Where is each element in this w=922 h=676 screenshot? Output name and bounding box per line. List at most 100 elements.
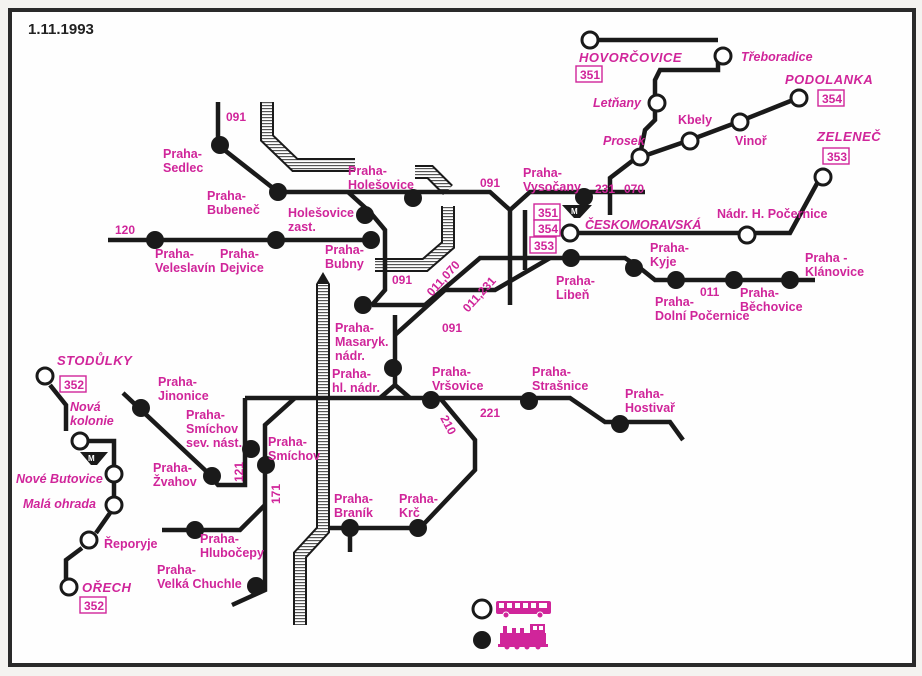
label-branik: Praha-Braník — [334, 492, 373, 520]
station-bechovice[interactable] — [725, 271, 743, 289]
bus-stop-nova-kolonie[interactable] — [70, 431, 90, 451]
svg-text:M: M — [571, 207, 578, 216]
svg-text:354: 354 — [822, 92, 842, 106]
label-liben: Praha-Libeň — [556, 274, 595, 302]
line-number: 121 — [232, 462, 246, 482]
label-klanovice: Praha -Klánovice — [805, 251, 864, 279]
station-zvahov[interactable] — [203, 467, 221, 485]
bus-stop-nove-butovice[interactable] — [104, 464, 124, 484]
bus-line-boxes: 351 354 353 351 354 353 352 352 — [59, 65, 850, 614]
bus-stop-vinor[interactable] — [730, 112, 750, 132]
bus-stop-stodulky[interactable] — [35, 366, 55, 386]
station-masaryk[interactable] — [354, 296, 372, 314]
line-number: 231 — [595, 182, 615, 196]
line-number: 091 — [480, 176, 500, 190]
station-velka-chuchle[interactable] — [247, 577, 265, 595]
river-arrow — [316, 272, 330, 284]
metro-m-icon: M — [562, 205, 592, 218]
station-branik[interactable] — [341, 519, 359, 537]
line-number: 091 — [226, 110, 246, 124]
line-number: 221 — [480, 406, 500, 420]
bus-stop-labels: HOVORČOVICE Třeboradice Letňany Kbely Pr… — [16, 50, 881, 595]
label-orech: OŘECH — [82, 580, 132, 595]
station-vrsovice[interactable] — [422, 391, 440, 409]
bus-stop-orech[interactable] — [59, 577, 79, 597]
station-jinonice[interactable] — [132, 399, 150, 417]
bus-stop-podolanka[interactable] — [789, 88, 809, 108]
bus-stop-prosek[interactable] — [630, 147, 650, 167]
label-letnany: Letňany — [593, 96, 642, 110]
bus-tracks-southwest — [48, 383, 117, 579]
label-vysocany: Praha-Vysočany — [523, 166, 581, 194]
label-velka-chuchle: Praha-Velká Chuchle — [157, 563, 242, 591]
label-vinor: Vinoř — [735, 134, 767, 148]
station-bubny[interactable] — [362, 231, 380, 249]
bus-stop-letnany[interactable] — [647, 93, 667, 113]
label-nove-butovice: Nové Butovice — [16, 472, 103, 486]
label-zelenec: ZELENEČ — [816, 129, 881, 144]
station-vysocany[interactable] — [575, 188, 593, 206]
line-number: 171 — [269, 484, 283, 504]
station-liben[interactable] — [562, 249, 580, 267]
bus-icon — [496, 601, 551, 619]
station-smichov[interactable] — [257, 456, 275, 474]
bus-line-box-stodulky: 352 — [59, 375, 87, 393]
map-frame — [8, 8, 916, 667]
bus-line-box-zelenec: 353 — [822, 147, 850, 165]
station-hlubocepy[interactable] — [186, 521, 204, 539]
bus-stop-zelenec[interactable] — [813, 167, 833, 187]
station-strasnice[interactable] — [520, 392, 538, 410]
label-vrsovice: Praha-Vršovice — [432, 365, 483, 393]
line-number: 120 — [115, 223, 135, 237]
label-bechovice: Praha-Běchovice — [740, 286, 803, 314]
bus-line-box-orech: 352 — [79, 596, 107, 614]
label-bubny: Praha-Bubny — [325, 243, 364, 271]
station-holesovice-zast[interactable] — [356, 206, 374, 224]
bus-stop-nadr-pocernice[interactable] — [737, 225, 757, 245]
bus-line-box-cm-354: 354 — [533, 219, 561, 237]
label-prosek: Prosek — [603, 134, 646, 148]
label-hostivar: Praha-Hostivař — [625, 387, 675, 415]
bus-stop-ceskomoravska[interactable] — [560, 223, 580, 243]
bus-line-box-cm-353: 353 — [529, 236, 557, 254]
label-reporyje: Řeporyje — [104, 536, 158, 551]
label-krc: Praha-Krč — [399, 492, 438, 520]
legend-bus-symbol — [471, 598, 493, 620]
label-treboradice: Třeboradice — [741, 50, 813, 64]
station-sedlec[interactable] — [211, 136, 229, 154]
bus-stop-treboradice[interactable] — [713, 46, 733, 66]
station-holesovice[interactable] — [404, 189, 422, 207]
train-stations — [132, 136, 799, 595]
label-smichov: Praha-Smíchov — [268, 435, 320, 463]
bus-stop-mala-ohrada[interactable] — [104, 495, 124, 515]
svg-text:352: 352 — [64, 378, 84, 392]
station-dolni-pocernice[interactable] — [667, 271, 685, 289]
station-bubenec[interactable] — [269, 183, 287, 201]
metro-m-icon: M — [80, 452, 108, 465]
station-klanovice[interactable] — [781, 271, 799, 289]
line-number: 091 — [442, 321, 462, 335]
bus-line-box-podolanka: 354 — [817, 89, 845, 107]
bus-stop-kbely[interactable] — [680, 131, 700, 151]
label-kbely: Kbely — [678, 113, 712, 127]
station-veleslavin[interactable] — [146, 231, 164, 249]
station-smichov-sev[interactable] — [242, 440, 260, 458]
bus-stop-hovorcovice[interactable] — [580, 30, 600, 50]
station-kyje[interactable] — [625, 259, 643, 277]
bus-stop-reporyje[interactable] — [79, 530, 99, 550]
station-hostivar[interactable] — [611, 415, 629, 433]
svg-text:352: 352 — [84, 599, 104, 613]
svg-text:M: M — [88, 454, 95, 463]
locomotive-icon — [498, 624, 548, 650]
bus-line-box-cm-351: 351 — [533, 203, 561, 221]
station-dejvice[interactable] — [267, 231, 285, 249]
line-number: 011 — [700, 285, 720, 299]
train-station-labels: Praha-Sedlec Praha-Bubeneč Praha-Holešov… — [153, 147, 864, 591]
station-krc[interactable] — [409, 519, 427, 537]
station-hl-nadr[interactable] — [384, 359, 402, 377]
label-veleslavin: Praha-Veleslavín — [155, 247, 215, 275]
